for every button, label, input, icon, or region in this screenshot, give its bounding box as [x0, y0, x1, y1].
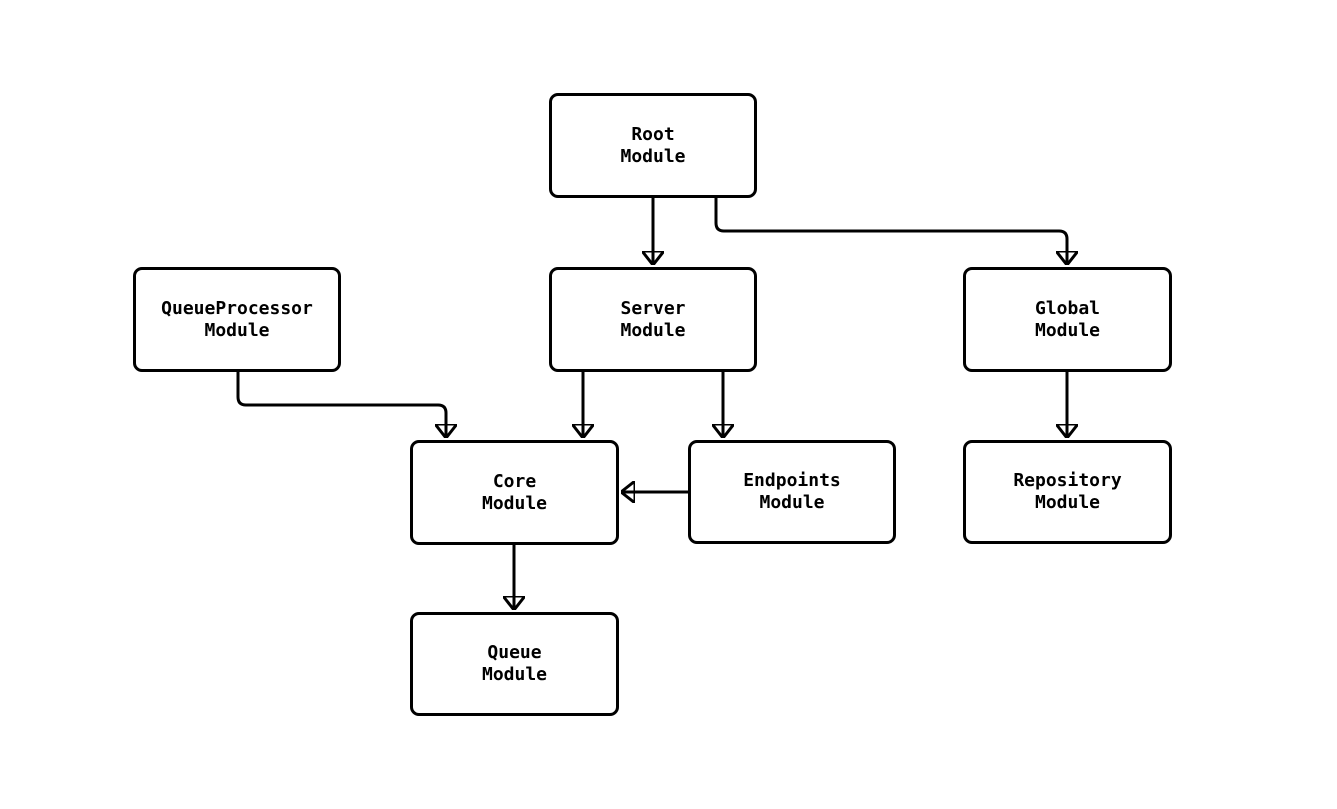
node-label-line: Module: [759, 492, 825, 513]
node-label-line: Root: [631, 123, 675, 145]
node-label-line: Module: [481, 664, 548, 685]
node-label-line: Module: [1034, 492, 1101, 513]
node-label-line: Module: [481, 492, 548, 514]
node-label-line: Queue: [487, 642, 542, 663]
node-queueprocessor-module: QueueProcessor Module: [133, 267, 341, 372]
node-label-line: Global: [1034, 297, 1101, 319]
node-global-module: Global Module: [963, 267, 1172, 372]
node-label-line: Repository: [1013, 470, 1122, 491]
node-queue-module: Queue Module: [410, 612, 619, 716]
node-label-line: Module: [620, 319, 686, 341]
node-label-line: Endpoints: [743, 470, 841, 491]
edge-queueprocessor-to-core: [236, 372, 446, 437]
node-core-module: Core Module: [410, 440, 619, 545]
node-endpoints-module: Endpoints Module: [688, 440, 896, 544]
node-root-module: Root Module: [549, 93, 757, 198]
node-label-line: QueueProcessor: [161, 297, 313, 319]
node-label-line: Core: [492, 470, 537, 492]
node-label-line: Module: [620, 145, 686, 167]
node-server-module: Server Module: [549, 267, 757, 372]
edge-root-to-global: [714, 198, 1067, 264]
node-label-line: Module: [1034, 319, 1101, 341]
node-label-line: Module: [204, 319, 270, 341]
node-label-line: Server: [620, 297, 686, 319]
node-repository-module: Repository Module: [963, 440, 1172, 544]
